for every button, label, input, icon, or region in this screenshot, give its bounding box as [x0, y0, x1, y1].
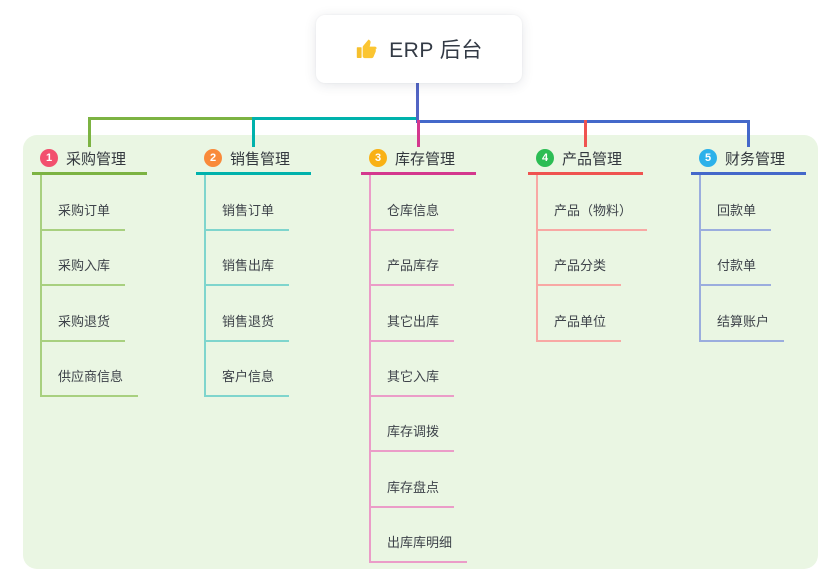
branch-label: 销售管理	[230, 150, 291, 168]
leaf-node[interactable]: 采购订单	[40, 202, 126, 231]
leaf-label: 采购入库	[58, 258, 111, 274]
leaf-label: 库存盘点	[387, 479, 440, 495]
branch-label: 采购管理	[66, 150, 127, 168]
leaf-node[interactable]: 产品分类	[536, 257, 622, 287]
leaf-label: 客户信息	[222, 368, 275, 384]
leaf-node[interactable]: 采购退货	[40, 313, 126, 342]
leaf-label: 其它出库	[387, 313, 440, 329]
branch-drop-line	[88, 117, 91, 147]
leaf-label: 付款单	[717, 258, 757, 274]
leaf-node[interactable]: 销售订单	[204, 202, 290, 231]
leaf-label: 回款单	[717, 203, 757, 218]
leaf-node[interactable]: 其它入库	[369, 368, 455, 397]
leaf-label: 结算账户	[717, 313, 770, 329]
thumbs-up-icon	[355, 37, 379, 61]
leaf-node[interactable]: 客户信息	[204, 368, 290, 397]
branch-subtree-line	[369, 175, 371, 563]
branch-number-badge: 1	[40, 149, 58, 167]
bus-segment-middle	[252, 117, 417, 120]
leaf-node[interactable]: 供应商信息	[40, 368, 139, 397]
leaf-label: 仓库信息	[387, 203, 440, 218]
leaf-label: 销售订单	[222, 203, 275, 218]
branch-label: 财务管理	[725, 150, 786, 168]
branch-drop-line	[417, 120, 420, 147]
leaf-node[interactable]: 仓库信息	[369, 202, 455, 231]
branch-number-badge: 4	[536, 149, 554, 167]
leaf-node[interactable]: 库存盘点	[369, 479, 455, 508]
leaf-node[interactable]: 回款单	[699, 202, 772, 231]
branch-underline	[691, 172, 806, 175]
leaf-node[interactable]: 产品（物料）	[536, 202, 648, 231]
leaf-label: 出库库明细	[387, 534, 453, 550]
leaf-node[interactable]: 产品库存	[369, 257, 455, 287]
root-label: ERP 后台	[389, 39, 483, 62]
leaf-node[interactable]: 采购入库	[40, 257, 126, 287]
branch-subtree-line	[699, 175, 701, 342]
leaf-node[interactable]: 产品单位	[536, 313, 622, 342]
branch-label: 库存管理	[395, 150, 456, 168]
leaf-node[interactable]: 结算账户	[699, 313, 785, 342]
branch-heading[interactable]: 4 产品管理	[528, 144, 643, 172]
branch-drop-line	[584, 120, 587, 147]
branch-underline	[528, 172, 643, 175]
branch-number-badge: 5	[699, 149, 717, 167]
branch-drop-line	[747, 120, 750, 147]
leaf-label: 其它入库	[387, 368, 440, 384]
leaf-node[interactable]: 销售出库	[204, 257, 290, 287]
leaf-node[interactable]: 出库库明细	[369, 534, 468, 563]
branches-panel	[23, 135, 818, 569]
root-connector-line	[416, 83, 419, 123]
bus-segment-left	[88, 117, 252, 120]
leaf-label: 销售出库	[222, 258, 275, 274]
leaf-node[interactable]: 库存调拨	[369, 423, 455, 453]
branch-number-badge: 2	[204, 149, 222, 167]
leaf-label: 采购退货	[58, 313, 111, 329]
leaf-node[interactable]: 其它出库	[369, 313, 455, 342]
leaf-node[interactable]: 销售退货	[204, 313, 290, 342]
bus-segment-right	[417, 120, 750, 123]
branch-number-badge: 3	[369, 149, 387, 167]
leaf-label: 产品分类	[554, 258, 607, 274]
leaf-label: 销售退货	[222, 313, 275, 329]
leaf-node[interactable]: 付款单	[699, 257, 772, 287]
branch-subtree-line	[536, 175, 538, 342]
branch-label: 产品管理	[562, 150, 623, 168]
branch-underline	[361, 172, 476, 175]
leaf-label: 产品（物料）	[554, 203, 633, 218]
root-node[interactable]: ERP 后台	[316, 15, 522, 83]
branch-heading[interactable]: 2 销售管理	[196, 144, 311, 172]
leaf-label: 产品单位	[554, 313, 607, 329]
branch-heading[interactable]: 5 财务管理	[691, 144, 806, 172]
leaf-label: 产品库存	[387, 258, 440, 274]
branch-underline	[32, 172, 147, 175]
leaf-label: 采购订单	[58, 203, 111, 218]
branch-heading[interactable]: 3 库存管理	[361, 144, 476, 172]
branch-drop-line	[252, 117, 255, 147]
branch-underline	[196, 172, 311, 175]
leaf-label: 供应商信息	[58, 368, 124, 384]
branch-heading[interactable]: 1 采购管理	[32, 144, 147, 172]
leaf-label: 库存调拨	[387, 424, 440, 440]
